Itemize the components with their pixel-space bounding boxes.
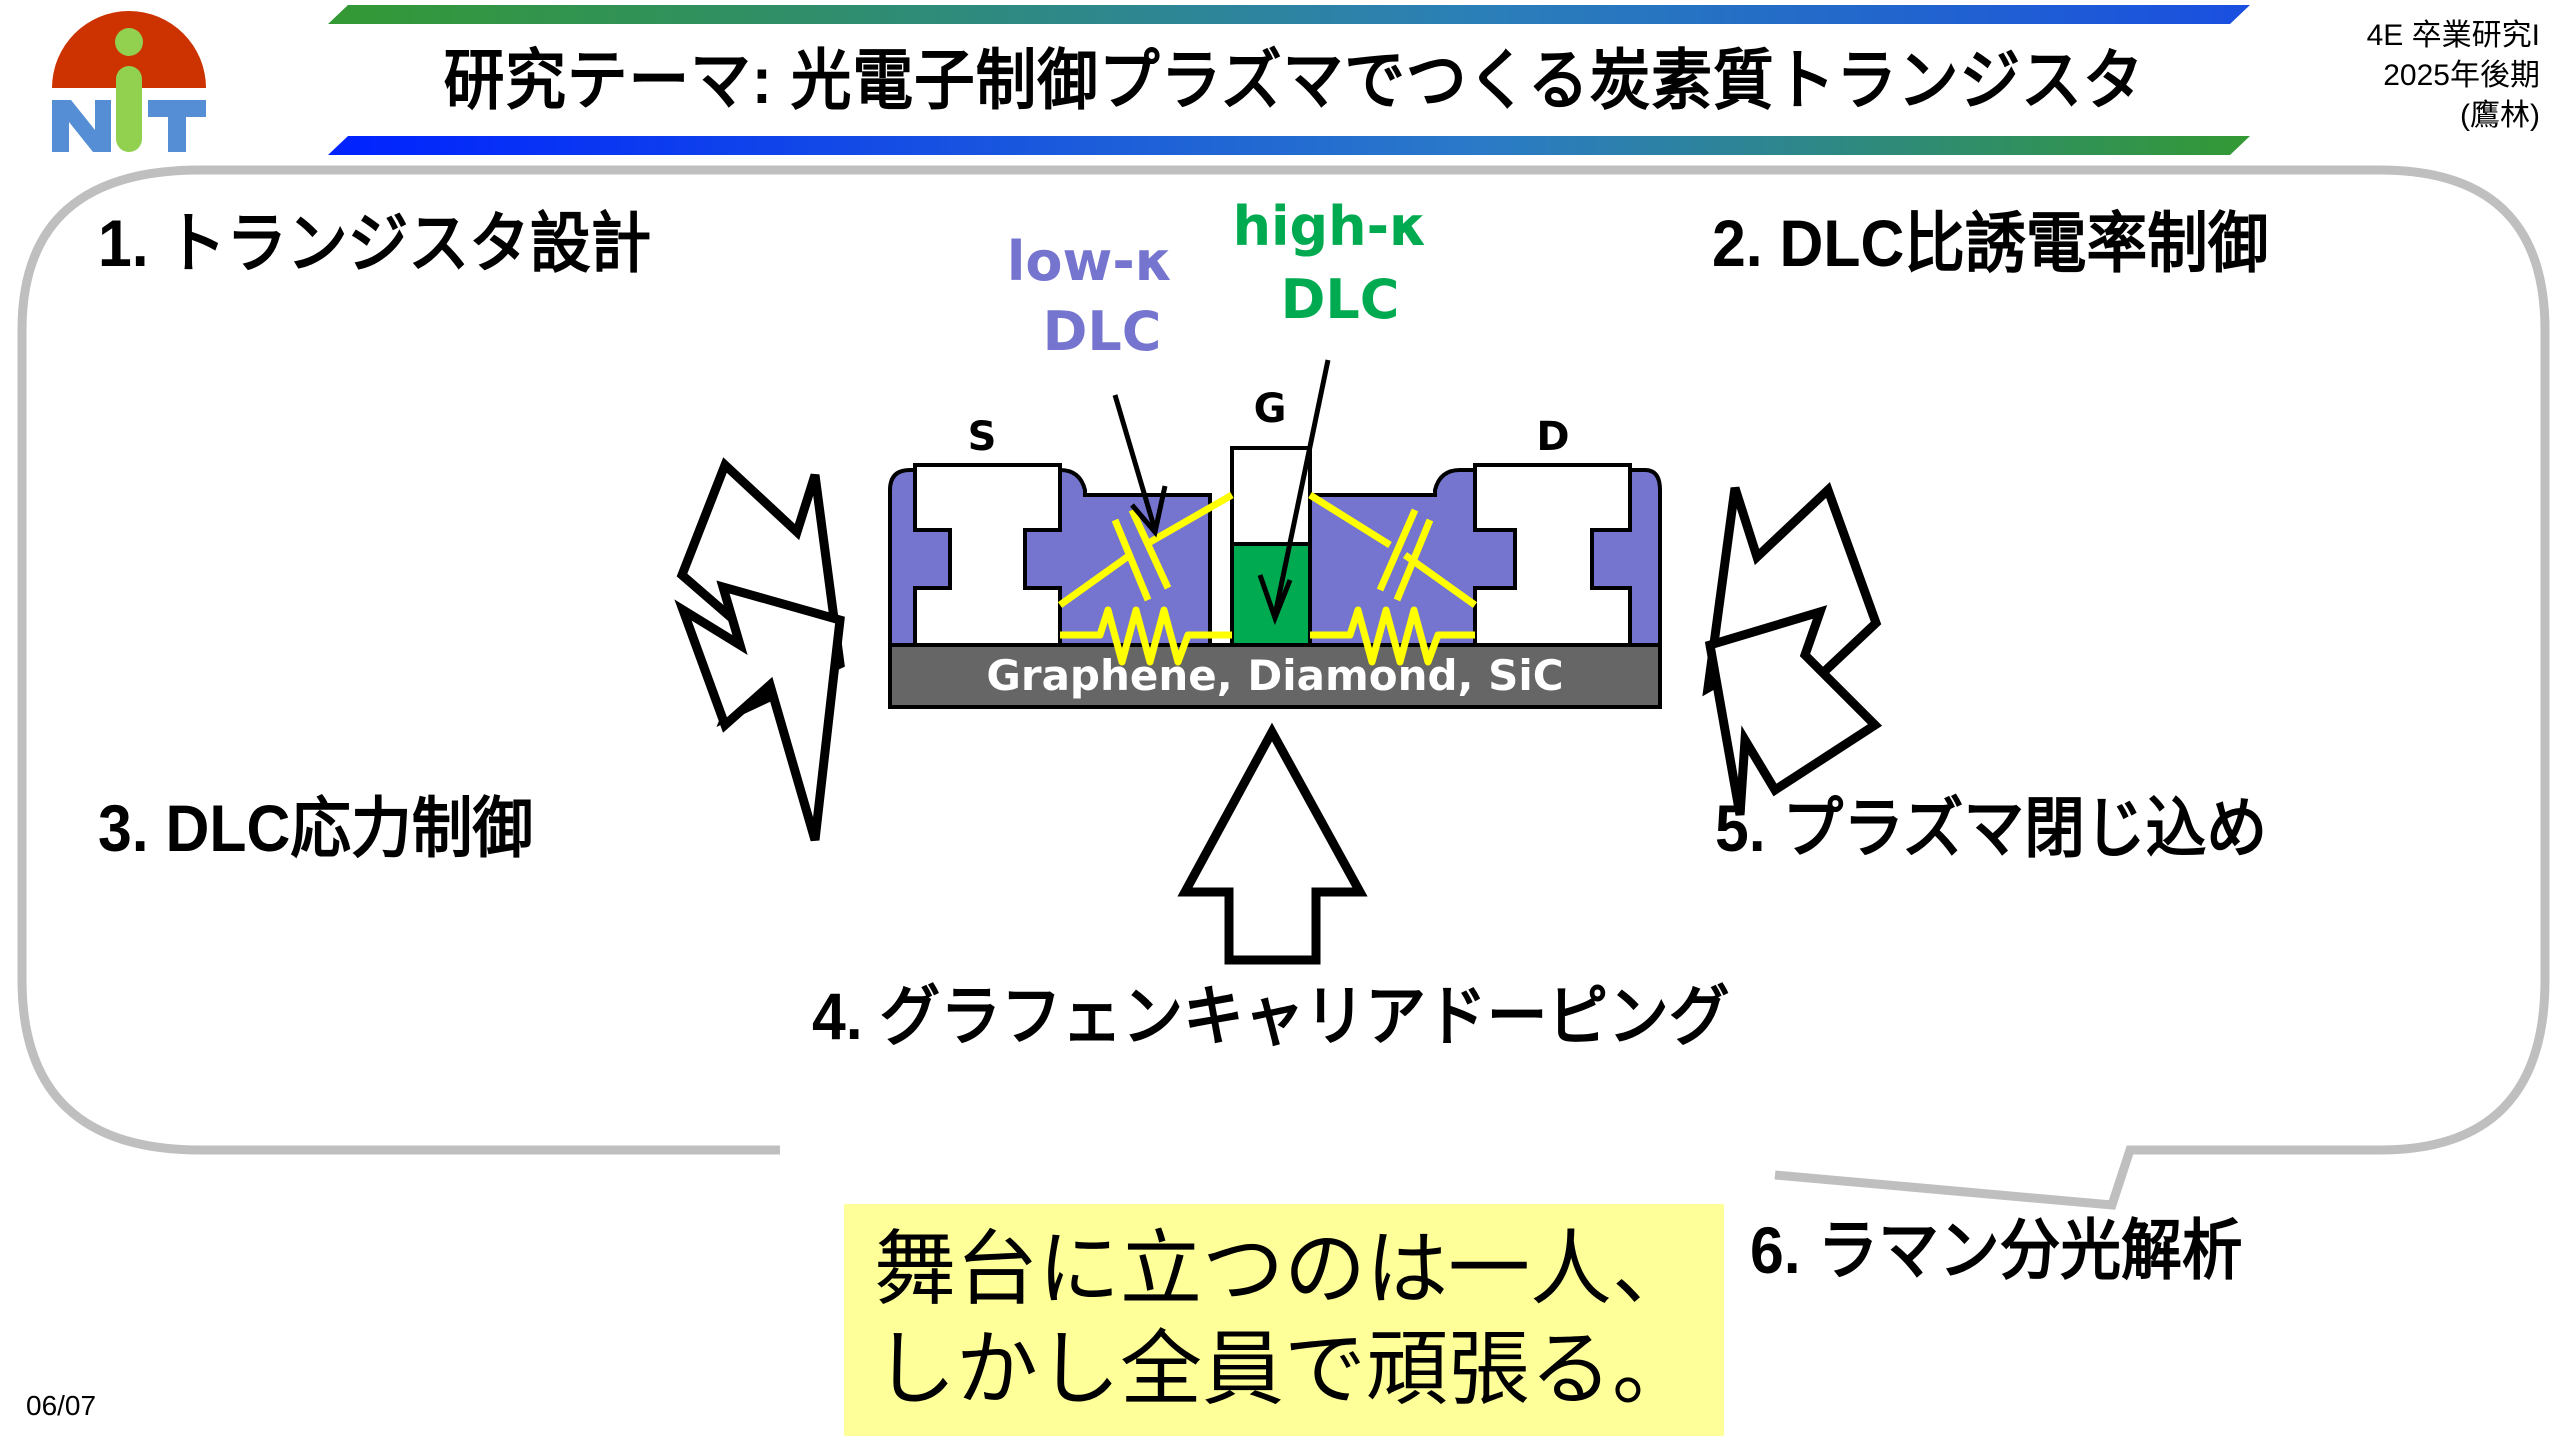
page-number: 06/07 xyxy=(26,1390,97,1421)
logo-letter-n xyxy=(52,100,111,152)
low-k-label-line1: low-κ xyxy=(1007,230,1173,293)
parasitic-circuit-left xyxy=(1057,491,1234,666)
arrow-from-item4-icon xyxy=(1177,722,1368,965)
course-name: 4E 卒業研究I xyxy=(2366,19,2540,52)
item-transistor-design: 1. トランジスタ設計 xyxy=(98,206,652,280)
substrate xyxy=(888,643,1662,709)
term: 2025年後期 xyxy=(2383,59,2540,92)
title-top-bar xyxy=(328,5,2250,24)
transistor-diagram: Graphene, Diamond, SiC S G D low-κ DLC h… xyxy=(888,195,1662,709)
callout-outline xyxy=(17,165,2550,1210)
motto-text: 舞台に立つのは一人、 しかし全員で頑張る。 xyxy=(844,1204,1724,1436)
pointer-arrows xyxy=(1112,359,1331,626)
logo-i-stem xyxy=(116,66,142,152)
low-k-label-line2: DLC xyxy=(1043,300,1162,363)
substrate-label: Graphene, Diamond, SiC xyxy=(986,651,1563,700)
high-k-arrowhead-icon xyxy=(1257,574,1293,626)
low-k-pointer-icon xyxy=(1112,394,1158,531)
parasitic-circuit-right xyxy=(1308,492,1478,666)
item-dlc-permittivity: 2. DLC比誘電率制御 xyxy=(1712,206,2269,280)
logo-letter-t xyxy=(148,100,206,152)
item-plasma-confinement: 5. プラズマ閉じ込め xyxy=(1715,791,2268,865)
high-k-label-line2: DLC xyxy=(1281,268,1400,331)
course-info: 4E 卒業研究I 2025年後期 (鷹林) xyxy=(2367,16,2540,136)
motto-line-2: しかし全員で頑張る。 xyxy=(873,1324,1694,1415)
high-k-pointer-icon xyxy=(1272,359,1331,616)
arrow-from-item5-icon xyxy=(1704,605,1883,816)
drain-label: D xyxy=(1536,414,1569,460)
slide-title: 研究テーマ: 光電子制御プラズマでつくる炭素質トランジスタ xyxy=(443,43,2145,117)
instructor: (鷹林) xyxy=(2460,99,2540,132)
item-graphene-doping: 4. グラフェンキャリアドーピング xyxy=(812,979,1730,1053)
nit-logo xyxy=(52,11,206,152)
arrow-from-item3-icon xyxy=(674,580,845,842)
title-bottom-bar xyxy=(328,136,2250,155)
high-k-label-line1: high-κ xyxy=(1233,195,1428,258)
low-k-arrowhead-icon xyxy=(1130,485,1168,538)
item-raman-analysis: 6. ラマン分光解析 xyxy=(1750,1213,2243,1287)
motto-box: 舞台に立つのは一人、 しかし全員で頑張る。 xyxy=(844,1204,1724,1436)
title-band xyxy=(328,5,2250,155)
item-dlc-stress: 3. DLC応力制御 xyxy=(98,791,534,865)
logo-i-dot xyxy=(115,28,143,56)
high-k-dlc-block xyxy=(1230,542,1312,647)
gate-label: G xyxy=(1254,386,1287,432)
motto-line-1: 舞台に立つのは一人、 xyxy=(873,1224,1694,1315)
source-label: S xyxy=(968,414,997,460)
